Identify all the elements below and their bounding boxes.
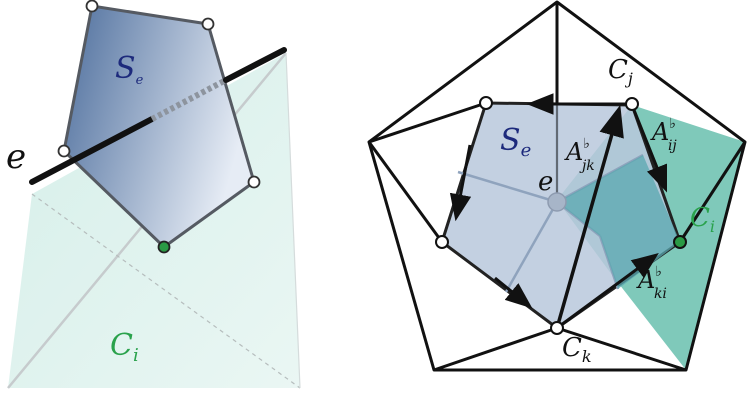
cell-ci-label-right: Ci (690, 203, 715, 236)
cell-ci-label: Ci (110, 328, 139, 366)
vertex-top-left (479, 96, 493, 110)
arrow-a-jk (555, 104, 624, 329)
holonomy-a-ij-label: A♭ij (650, 116, 677, 154)
cell-ck-label: Ck (562, 333, 592, 366)
surface-se-label: Se (115, 51, 144, 88)
surface-vertex (85, 0, 99, 13)
surface-center-point (547, 192, 567, 212)
edge-e-label-right: e (538, 167, 553, 197)
arrow-bottom-left (494, 276, 533, 309)
arrow-a-ki (556, 252, 659, 330)
cell-ci-hidden-edge (31, 193, 301, 389)
cell-cj-label: Cj (608, 55, 633, 88)
vertex-ci (673, 235, 687, 249)
surface-vertex (57, 144, 71, 158)
cell-ci-side-edge (285, 52, 301, 389)
surface-vertex (247, 175, 261, 189)
vertex-left (435, 235, 449, 249)
arrow-left (449, 144, 472, 222)
right-panel: Se e Cj Ci Ck A♭jk A♭ij A♭ki (367, 0, 747, 372)
holonomy-a-jk-label: A♭jk (564, 136, 595, 174)
holonomy-a-ki-label: A♭ki (636, 264, 667, 302)
vertex-cj (625, 97, 639, 111)
edge-e-back-segment (223, 47, 287, 83)
left-panel: Se e Ci (6, 0, 301, 389)
surface-se-left (62, 4, 256, 249)
surface-se-label-right: Se (500, 123, 531, 161)
outer-wireframe (367, 0, 747, 372)
surface-vertex-in-cell (157, 240, 171, 254)
vertex-ck (550, 321, 564, 335)
arrow-a-ij (630, 104, 668, 193)
surface-vertex (201, 17, 215, 31)
edge-e-front-segment (29, 116, 155, 185)
edge-e-label: e (6, 137, 26, 177)
